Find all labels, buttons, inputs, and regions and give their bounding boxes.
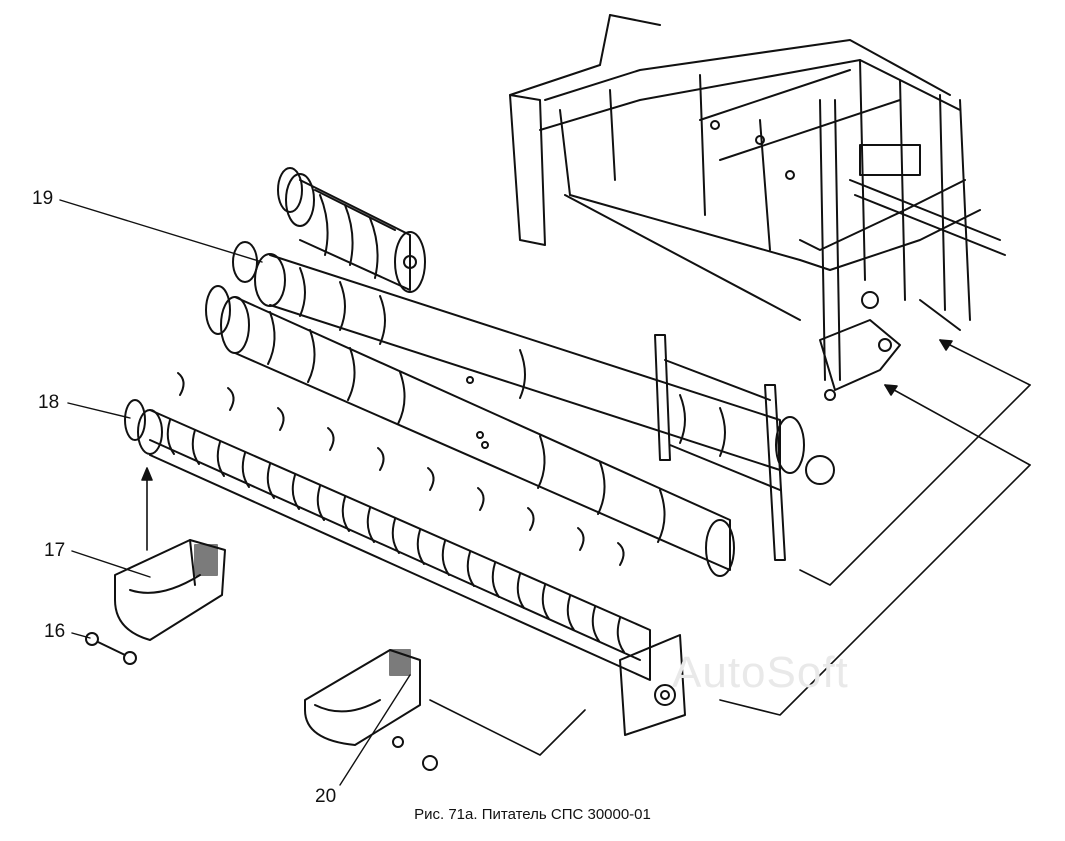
front-roller <box>205 285 735 577</box>
side-bracket <box>654 334 786 561</box>
part-label-19: 19 <box>32 188 54 209</box>
watermark-text: AutoSoft <box>672 648 849 697</box>
assembly-guides <box>141 339 1031 756</box>
leader-lines <box>59 199 411 786</box>
part-label-18: 18 <box>38 392 60 413</box>
feeder-frame <box>509 14 1006 401</box>
part-label-16: 16 <box>44 621 66 642</box>
middle-roller <box>232 241 835 485</box>
auger-18 <box>124 372 686 736</box>
cover-17 <box>114 539 226 641</box>
figure-caption: Рис. 71а. Питатель СПС 30000-01 <box>414 806 651 823</box>
part-label-20: 20 <box>315 786 337 807</box>
bolt-16 <box>85 632 137 665</box>
cover-20 <box>304 649 438 771</box>
part-label-17: 17 <box>44 540 66 561</box>
upper-roller-19 <box>277 167 426 293</box>
